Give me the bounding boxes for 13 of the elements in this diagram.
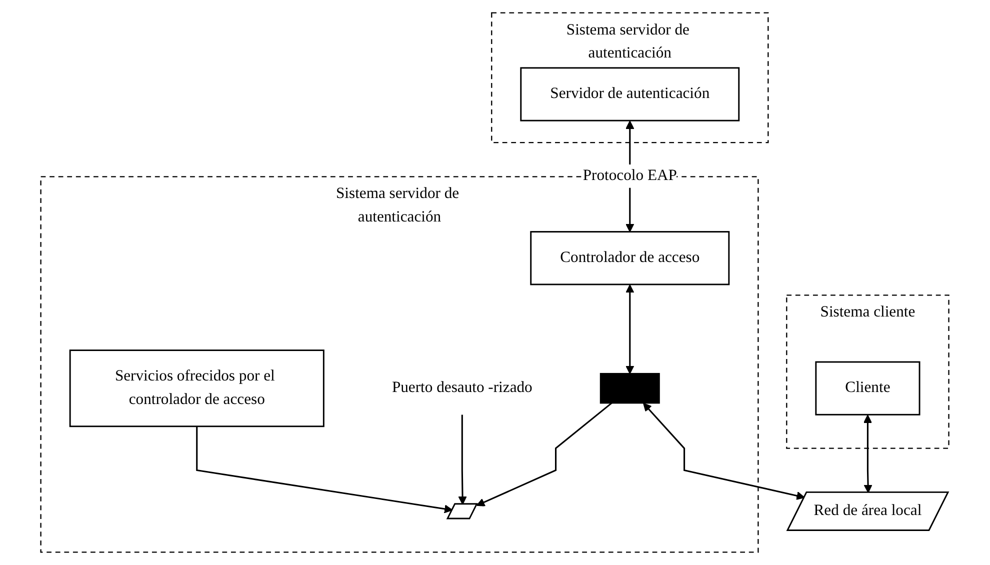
node-box: Servidor de autenticación xyxy=(520,67,740,122)
node-box: Servicios ofrecidos por el controlador de acceso xyxy=(70,350,325,428)
node-switch xyxy=(446,503,478,520)
arrow xyxy=(864,414,873,494)
node-box: Controlador de acceso xyxy=(530,231,730,286)
node-bar xyxy=(600,372,660,404)
node-box: Cliente xyxy=(815,361,920,416)
arrow xyxy=(458,414,468,505)
node-text: Puerto desauto -rizado xyxy=(392,380,533,396)
arrow xyxy=(196,426,454,514)
arrow xyxy=(643,402,806,500)
arrow xyxy=(476,402,612,506)
arrow xyxy=(626,284,634,374)
